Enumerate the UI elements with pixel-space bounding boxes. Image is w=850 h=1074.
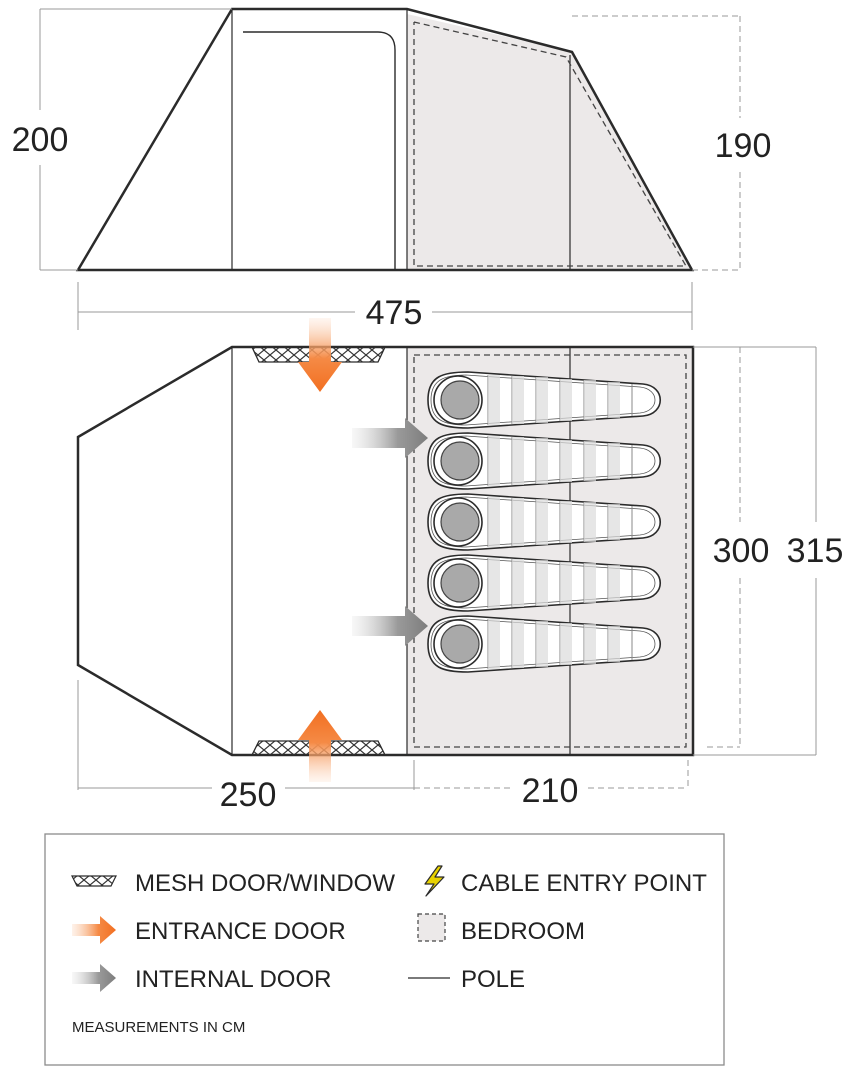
bedroom-legend-icon <box>417 913 446 942</box>
bedroom-width-label: 300 <box>713 532 770 570</box>
internal-door-arrow <box>352 418 428 458</box>
legend-cable-label: CABLE ENTRY POINT <box>461 870 707 897</box>
bedroom-length-label: 210 <box>522 772 579 810</box>
legend-pole-label: POLE <box>461 966 525 993</box>
legend: MESH DOOR/WINDOW ENTRANCE DOOR INTERNAL … <box>44 833 725 1066</box>
entrance-arrow-bottom <box>298 710 342 782</box>
entrance-legend-icon <box>72 916 116 944</box>
living-length-label: 250 <box>220 776 277 814</box>
side-door-panel <box>243 31 396 270</box>
measurements-note: MEASUREMENTS IN CM <box>72 1019 245 1036</box>
legend-internal-label: INTERNAL DOOR <box>135 966 331 993</box>
entrance-arrow-top <box>298 318 342 392</box>
sleeping-bags <box>427 371 662 673</box>
bedroom-dashed-outline <box>413 354 687 748</box>
total-width-label: 315 <box>787 532 844 570</box>
bedroom-side-dashed <box>413 21 688 267</box>
mesh-legend-icon <box>71 875 117 887</box>
bedroom-side-fill <box>407 14 692 270</box>
lightning-bolt-icon <box>424 865 445 897</box>
length-dimension: 475 <box>77 282 693 332</box>
internal-door-arrow <box>352 606 428 646</box>
height-living-label: 200 <box>12 121 69 159</box>
internal-door-legend-icon <box>72 964 116 992</box>
height-bedroom-label: 190 <box>715 127 772 165</box>
legend-mesh-label: MESH DOOR/WINDOW <box>135 870 395 897</box>
plan-view: 300 315 250 210 <box>76 318 844 814</box>
legend-box <box>44 833 725 1066</box>
legend-entrance-label: ENTRANCE DOOR <box>135 918 346 945</box>
tent-side-outline <box>75 7 695 272</box>
side-elevation: 200 190 <box>12 7 772 272</box>
total-length-label: 475 <box>366 294 423 332</box>
legend-bedroom-label: BEDROOM <box>461 918 585 945</box>
